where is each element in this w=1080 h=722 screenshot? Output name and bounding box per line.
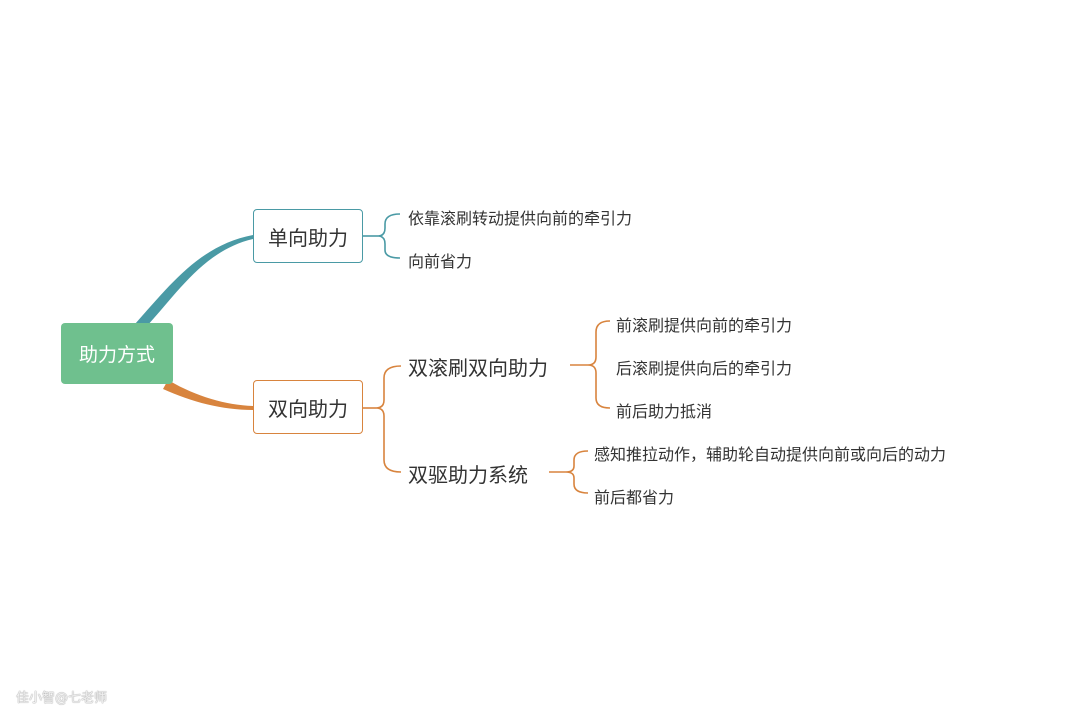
leaf-item[interactable]: 后滚刷提供向后的牵引力 (616, 359, 793, 378)
leaf-item[interactable]: 感知推拉动作，辅助轮自动提供向前或向后的动力 (594, 445, 947, 464)
connector-root-branch1 (135, 235, 253, 326)
root-label: 助力方式 (78, 344, 155, 366)
bracket-branch1 (363, 213, 401, 259)
leaf-item[interactable]: 前滚刷提供向前的牵引力 (616, 316, 793, 335)
leaf-item[interactable]: 向前省力 (408, 252, 473, 271)
branch-node-oneway[interactable]: 单向助力 (253, 209, 363, 263)
branch-node-twoway[interactable]: 双向助力 (253, 380, 363, 434)
root-node[interactable]: 助力方式 (61, 323, 173, 384)
bracket-branch2 (363, 365, 402, 473)
connector-root-branch2 (163, 380, 253, 410)
bracket-subtopic1 (570, 320, 611, 409)
leaf-item[interactable]: 前后助力抵消 (616, 402, 713, 421)
watermark: 佳小智@七老师 (16, 691, 108, 706)
subtopic-dual-roller[interactable]: 双滚刷双向助力 (408, 356, 548, 380)
branch-label: 双向助力 (268, 396, 348, 421)
leaf-item[interactable]: 依靠滚刷转动提供向前的牵引力 (408, 209, 633, 228)
leaf-item[interactable]: 前后都省力 (594, 488, 675, 507)
subtopic-dual-drive[interactable]: 双驱助力系统 (408, 463, 528, 487)
branch-label: 单向助力 (268, 225, 348, 250)
bracket-subtopic2 (549, 450, 589, 494)
